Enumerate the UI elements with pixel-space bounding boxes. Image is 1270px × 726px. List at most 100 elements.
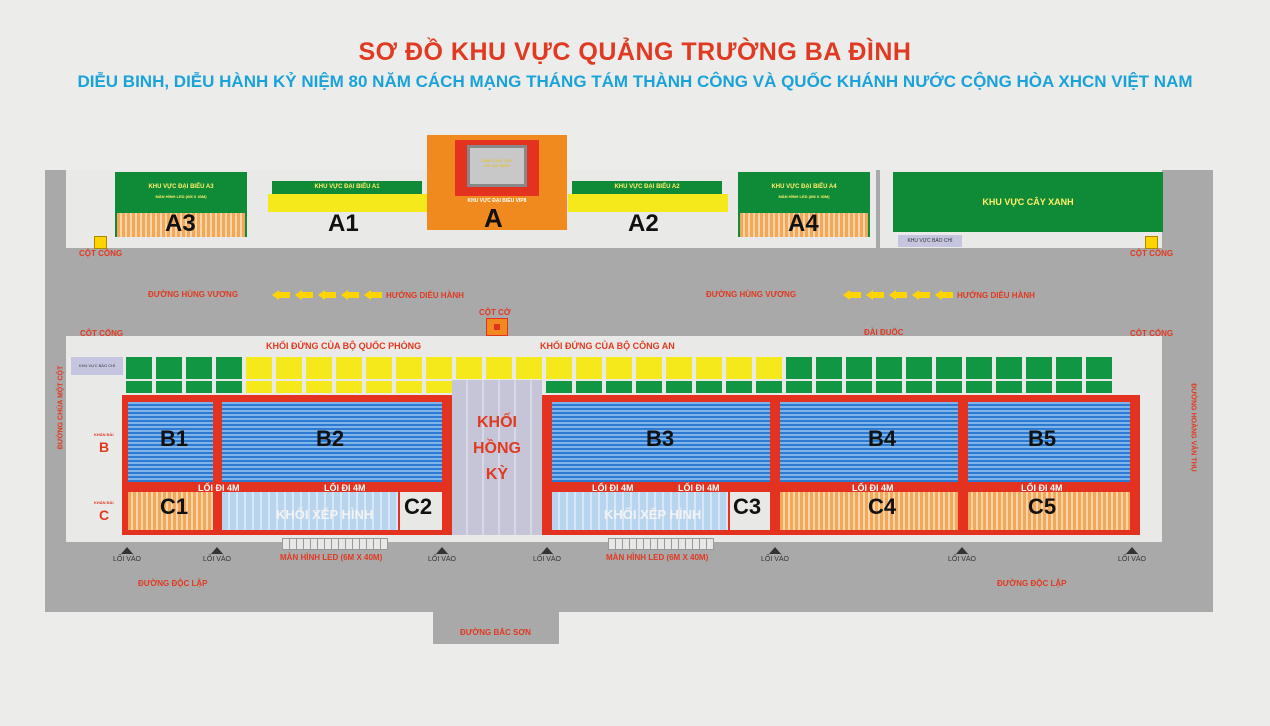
standing-cell bbox=[126, 381, 152, 393]
standing-cell bbox=[1056, 381, 1082, 393]
diagram-title: SƠ ĐỒ KHU VỰC QUẢNG TRƯỜNG BA ĐÌNH bbox=[358, 38, 912, 66]
entrance-label: LỐI VÀO bbox=[112, 556, 141, 563]
aisle-label: LỐI ĐI 4M bbox=[678, 483, 720, 493]
entrance-label: LỐI VÀO bbox=[427, 556, 456, 563]
direction-arrow-icon bbox=[364, 290, 382, 300]
standing-cell bbox=[606, 381, 632, 393]
standing-cell bbox=[696, 357, 722, 379]
aisle-label: LỐI ĐI 4M bbox=[592, 483, 634, 493]
zone-a1-code: A1 bbox=[328, 210, 359, 237]
standing-cell bbox=[456, 357, 482, 379]
standing-cell bbox=[576, 357, 602, 379]
standing-cell bbox=[1086, 357, 1112, 379]
standing-cell bbox=[546, 357, 572, 379]
standing-cell bbox=[156, 381, 182, 393]
stand-c2-code: C2 bbox=[404, 494, 433, 519]
standing-cell bbox=[816, 381, 842, 393]
standing-cell bbox=[666, 357, 692, 379]
standing-cell bbox=[306, 381, 332, 393]
standing-cell bbox=[336, 381, 362, 393]
street-hoang-van-thu: ĐƯỜNG HOÀNG VĂN THỤ bbox=[1189, 383, 1197, 472]
press-area-top: KHU VỰC BÁO CHÍ bbox=[898, 235, 962, 247]
standing-cell bbox=[246, 357, 272, 379]
stand-c-left-seats bbox=[222, 492, 398, 530]
standing-cell bbox=[216, 381, 242, 393]
street-hung-vuong-left: ĐƯỜNG HÙNG VƯƠNG bbox=[148, 290, 239, 299]
standing-cell bbox=[996, 381, 1022, 393]
block-qp-label: KHỐI ĐỨNG CỦA BỘ QUỐC PHÒNG bbox=[266, 341, 422, 351]
direction-arrow-icon bbox=[889, 290, 907, 300]
entrance-marker: LỐI VÀO bbox=[937, 547, 987, 563]
entrance-label: LỐI VÀO bbox=[202, 556, 231, 563]
standing-cell bbox=[1056, 357, 1082, 379]
zone-a3-seats bbox=[117, 213, 245, 237]
standing-cell bbox=[966, 357, 992, 379]
standing-cell bbox=[426, 381, 452, 393]
zone-a4-label: KHU VỰC ĐẠI BIỂU A4 bbox=[771, 184, 837, 190]
standing-cell bbox=[666, 381, 692, 393]
entrance-marker: LỐI VÀO bbox=[1107, 547, 1157, 563]
standing-cell bbox=[936, 357, 962, 379]
stand-c1-code: C1 bbox=[160, 494, 189, 519]
hong-ky-line1: KHỐI bbox=[477, 414, 517, 431]
zone-a3-label: KHU VỰC ĐẠI BIỂU A3 bbox=[148, 184, 214, 190]
street-doc-lap-right: ĐƯỜNG ĐỘC LẬP bbox=[997, 579, 1067, 588]
standing-cell bbox=[1026, 357, 1052, 379]
zone-a2-yellow bbox=[568, 194, 728, 212]
street-bac-son: ĐƯỜNG BẮC SƠN bbox=[460, 628, 531, 637]
stand-b-caption: KHÁN ĐÀI bbox=[94, 432, 114, 437]
zone-a1: KHU VỰC ĐẠI BIỂU A1 bbox=[272, 181, 422, 194]
press-area-left-label: KHU VỰC BÁO CHÍ bbox=[78, 363, 116, 368]
entrance-icon bbox=[541, 547, 553, 554]
standing-cell bbox=[336, 357, 362, 379]
zone-a4-seats bbox=[740, 213, 868, 237]
entrance-marker: LỐI VÀO bbox=[192, 547, 242, 563]
led-screen-right bbox=[608, 538, 714, 550]
standing-cell bbox=[846, 381, 872, 393]
standing-cell bbox=[306, 357, 332, 379]
stand-c5-seats bbox=[968, 492, 1130, 530]
stand-c3-code: C3 bbox=[733, 494, 762, 519]
direction-label-right: HƯỚNG DIỄU HÀNH bbox=[957, 291, 1035, 300]
standing-cell bbox=[246, 381, 272, 393]
stand-b-letter: B bbox=[99, 439, 110, 455]
press-area-top-label: KHU VỰC BÁO CHÍ bbox=[907, 238, 953, 244]
standing-cell bbox=[276, 381, 302, 393]
standing-cell bbox=[516, 357, 542, 379]
gate-pillar-label: CỘT CỔNG bbox=[1130, 329, 1174, 338]
zone-a-vip-label: KHU VỰC ĐẠI BIỂU VIP8 bbox=[467, 198, 527, 204]
block-ca-label: KHỐI ĐỨNG CỦA BỘ CÔNG AN bbox=[540, 341, 675, 351]
standing-cell bbox=[786, 381, 812, 393]
standing-cell bbox=[756, 357, 782, 379]
standing-cell bbox=[156, 357, 182, 379]
standing-cell bbox=[906, 357, 932, 379]
standing-cell bbox=[1086, 381, 1112, 393]
mausoleum: LĂNG CHỦ TỊCH HỒ CHÍ MINH bbox=[467, 145, 527, 187]
entrance-icon bbox=[956, 547, 968, 554]
entrance-marker: LỐI VÀO bbox=[750, 547, 800, 563]
standing-cell bbox=[276, 357, 302, 379]
standing-cell bbox=[486, 357, 512, 379]
stand-b4-seats bbox=[780, 402, 958, 482]
block-xep-hinh-right: KHỐI XẾP HÌNH bbox=[604, 507, 702, 522]
standing-cell bbox=[636, 357, 662, 379]
zone-a1-label: KHU VỰC ĐẠI BIỂU A1 bbox=[314, 184, 380, 190]
stand-b1-code: B1 bbox=[160, 426, 189, 451]
standing-cell bbox=[126, 357, 152, 379]
gate-pillar-label: CỘT CỔNG bbox=[1130, 249, 1174, 258]
block-hong-ky bbox=[452, 380, 542, 535]
press-area-left: KHU VỰC BÁO CHÍ bbox=[71, 357, 123, 375]
standing-cell bbox=[636, 381, 662, 393]
stand-c4-code: C4 bbox=[868, 494, 897, 519]
entrance-label: LỐI VÀO bbox=[760, 556, 789, 563]
led-screen-right-label: MÀN HÌNH LED (6M X 40M) bbox=[606, 553, 709, 562]
torch-label: ĐÀI ĐUỐC bbox=[864, 328, 904, 337]
stand-b5-code: B5 bbox=[1028, 426, 1057, 451]
stand-c5-code: C5 bbox=[1028, 494, 1057, 519]
zone-green-trees: KHU VỰC CÂY XANH bbox=[893, 172, 1163, 232]
stand-b4-code: B4 bbox=[868, 426, 897, 451]
stand-c3-area bbox=[730, 492, 770, 530]
standing-cell bbox=[756, 381, 782, 393]
entrance-label: LỐI VÀO bbox=[1117, 556, 1146, 563]
standing-cell bbox=[366, 357, 392, 379]
